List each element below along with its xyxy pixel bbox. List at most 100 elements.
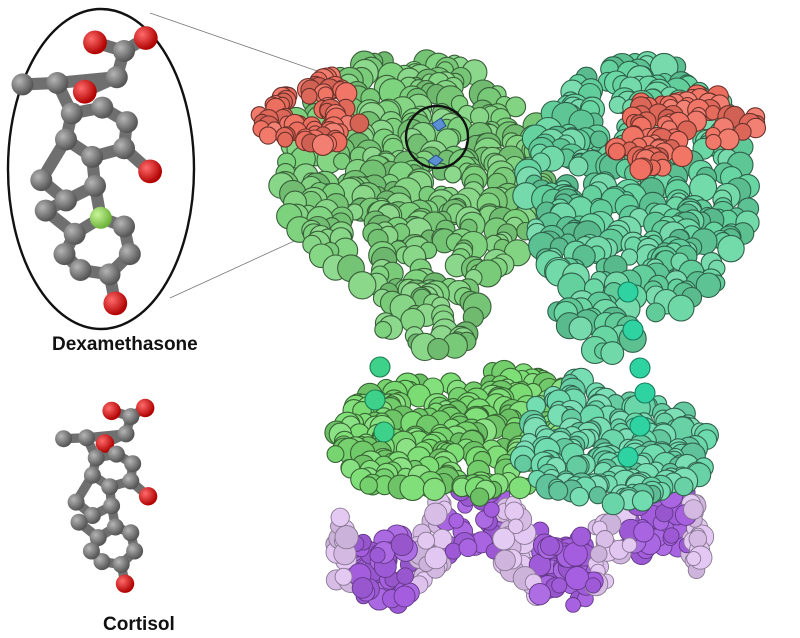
protein-atom [443, 165, 462, 184]
oxygen-atom [138, 159, 163, 184]
peptide-atom [629, 158, 652, 181]
cortisol-molecule [55, 398, 158, 593]
carbon-atom [11, 73, 34, 96]
carbon-atom [118, 243, 141, 266]
protein-atom [508, 476, 532, 500]
dna-bead [396, 567, 414, 585]
dna-bead [393, 585, 416, 608]
dna-bead [424, 502, 448, 526]
carbon-atom [105, 66, 128, 89]
dna-bead [424, 546, 448, 570]
carbon-atom [112, 556, 130, 573]
linker-dot-right [629, 415, 651, 437]
carbon-atom [107, 445, 125, 463]
protein-atom [427, 337, 450, 361]
carbon-atom [124, 455, 142, 473]
peptide-atom [671, 145, 694, 168]
carbon-atom [126, 542, 144, 560]
carbon-atom [122, 524, 140, 542]
carbon-atom [34, 199, 57, 222]
carbon-atom [78, 429, 96, 447]
protein-atom [667, 294, 695, 322]
dna-bead [585, 577, 602, 594]
flexible-linker-dots [364, 281, 656, 468]
linker-dot-left [364, 389, 386, 411]
carbon-atom [30, 169, 53, 192]
dna-bead [369, 547, 386, 564]
carbon-atom [91, 96, 114, 119]
peptide-atom [607, 142, 626, 161]
carbon-atom [63, 222, 86, 245]
carbon-atom [93, 553, 111, 571]
bound-ligand [427, 117, 447, 167]
dna-bead [458, 538, 478, 557]
dna-bead [351, 577, 374, 599]
cortisol-label: Cortisol [103, 614, 175, 635]
protein-atom [695, 272, 722, 298]
protein-atom [645, 302, 666, 323]
carbon-atom [55, 430, 73, 448]
ligand-binding-domain-left [268, 49, 559, 362]
dna-bead [571, 526, 591, 547]
oxygen-atom [133, 26, 158, 50]
carbon-atom [98, 263, 121, 286]
linker-dot-right [617, 446, 639, 468]
oxygen-atom [72, 79, 97, 104]
protein-atom [568, 156, 589, 177]
protein-atom [469, 487, 490, 507]
carbon-atom [46, 72, 69, 94]
carbon-atom [83, 466, 101, 484]
dna-bead [492, 527, 516, 551]
peptide-atom [717, 128, 740, 151]
dna-bead [504, 501, 524, 522]
carbon-atom [115, 111, 138, 134]
carbon-atom [113, 40, 135, 62]
dna-bead [508, 518, 524, 535]
dna-bead [565, 566, 590, 591]
carbon-atom [117, 425, 135, 443]
carbon-atom [53, 243, 76, 266]
dna-bead [633, 521, 655, 543]
protein-atom [674, 476, 694, 497]
peptide-atom [258, 126, 278, 145]
linker-dot-right [617, 281, 639, 303]
carbon-atom [89, 529, 107, 547]
linker-dot-right [634, 382, 656, 404]
dna-bead [483, 501, 500, 518]
dna-bead [683, 499, 704, 520]
dna-bead [686, 551, 702, 567]
protein-atom [548, 480, 569, 501]
dna-bead [448, 512, 465, 529]
protein-atom [717, 234, 745, 263]
carbon-atom [81, 145, 104, 168]
peptide-atom [300, 87, 318, 105]
carbon-atom [106, 518, 124, 536]
protein-atom [399, 474, 426, 502]
oxygen-atom [95, 434, 115, 453]
carbon-atom [122, 408, 140, 426]
peptide-atom [705, 133, 722, 151]
oxygen-atom [83, 30, 107, 55]
protein-atom [601, 492, 625, 516]
coactivator-peptide-right [605, 84, 767, 181]
dna-bead [539, 535, 560, 556]
dna-bead [528, 582, 551, 606]
dexamethasone-molecule [11, 26, 163, 316]
carbon-atom [84, 174, 106, 197]
protein-atom [422, 477, 447, 501]
dexamethasone-label: Dexamethasone [52, 334, 198, 355]
carbon-atom [122, 472, 140, 490]
carbon-atom [55, 189, 77, 212]
oxygen-atom [136, 398, 155, 418]
carbon-atom [82, 542, 100, 560]
carbon-atom [113, 137, 135, 160]
protein-atom [514, 454, 533, 473]
protein-atom [374, 320, 392, 339]
dna-bead [663, 527, 680, 544]
peptide-atom [277, 131, 294, 148]
carbon-atom [87, 449, 105, 467]
dna-bead [565, 597, 581, 613]
dna-bead [334, 525, 359, 550]
protein-atom [568, 316, 593, 341]
